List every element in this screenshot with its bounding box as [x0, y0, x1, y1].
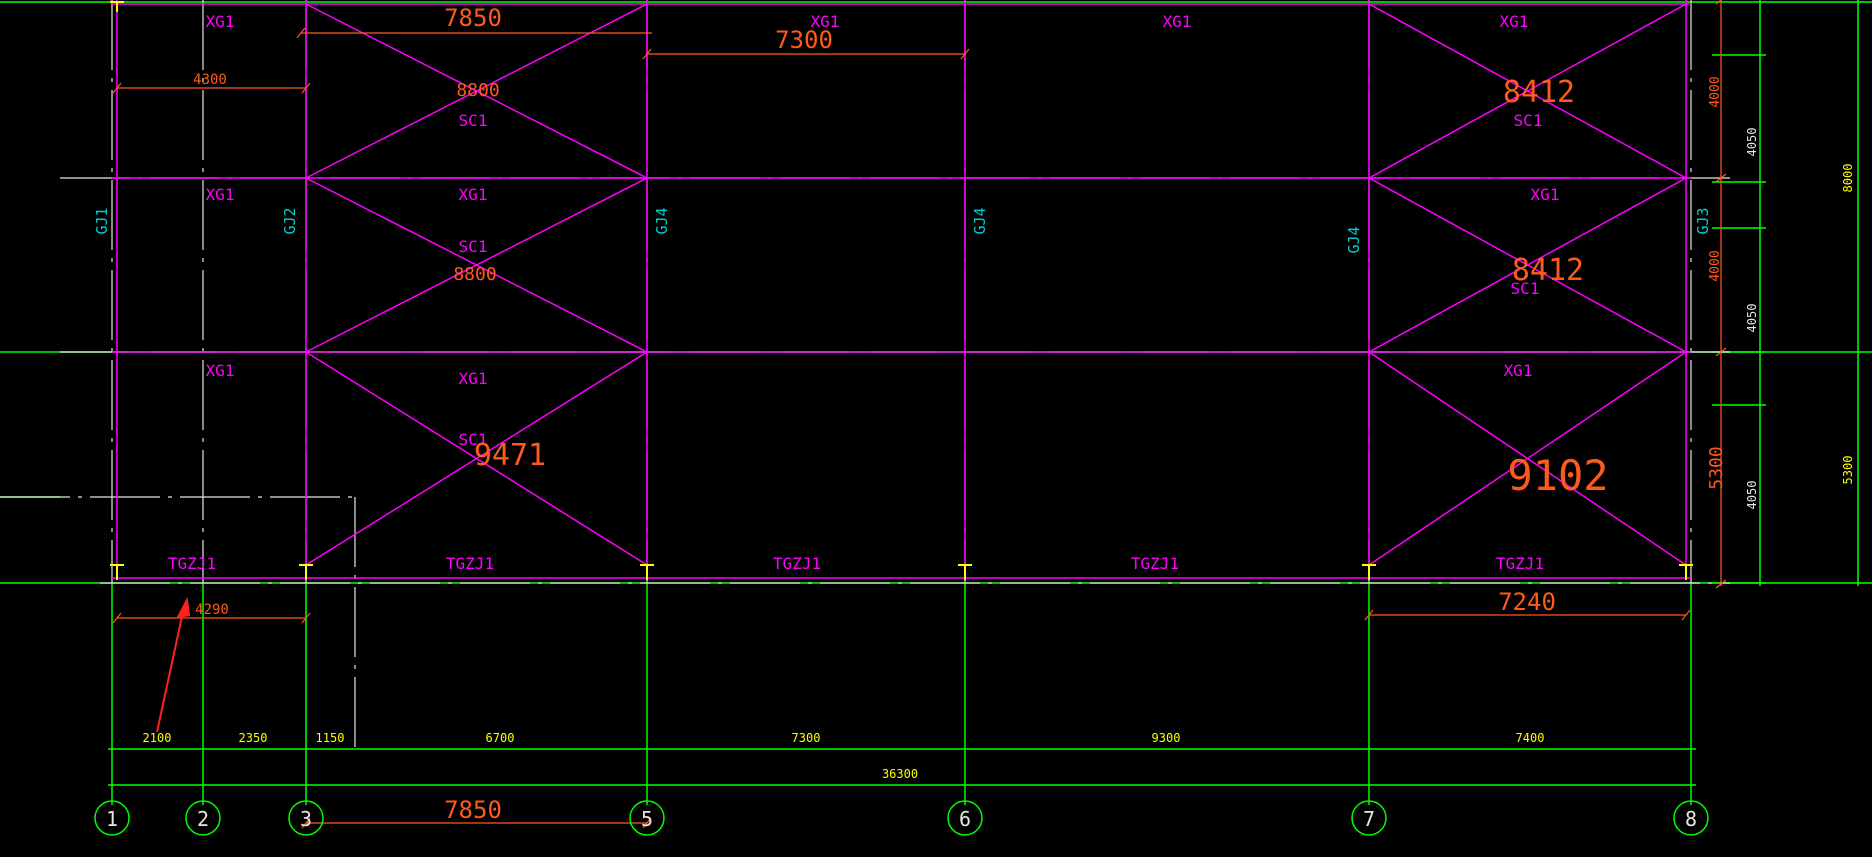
- right-dim-5300: 5300: [1706, 446, 1727, 489]
- column-symbol-7: [1362, 564, 1376, 580]
- length-8412-b: 8412: [1512, 253, 1584, 288]
- right-dim-4050-c: 4050: [1745, 481, 1759, 510]
- member-labels: XG1 XG1 XG1 XG1 SC1 SC1 XG1 XG1 XG1 SC1 …: [168, 12, 1560, 573]
- bottom-dim-2100: 2100: [143, 731, 172, 745]
- length-7850-top: 7850: [444, 4, 502, 32]
- column-symbol-5: [640, 564, 654, 580]
- label-gj4-a: GJ4: [653, 207, 671, 234]
- axis-bubble-2[interactable]: [185, 800, 221, 836]
- length-8800-b: 8800: [453, 264, 496, 285]
- centerlines: [0, 0, 1730, 752]
- length-7240: 7240: [1498, 588, 1556, 616]
- length-4300: 4300: [193, 72, 227, 88]
- label-xg1-r3-a: XG1: [206, 361, 235, 380]
- right-dimensions: 4000 4000 5300 4050 4050 4050 8000 5300: [1706, 76, 1855, 509]
- label-sc1-r2: SC1: [1511, 279, 1540, 298]
- right-dim-4050-b: 4050: [1745, 304, 1759, 333]
- label-tgzj1-c: TGZJ1: [773, 554, 821, 573]
- axis-labels: 1 2 3 5 6 7 8: [106, 807, 1697, 831]
- dimension-lines: [112, 0, 1727, 829]
- right-dim-4000-a: 4000: [1708, 76, 1723, 107]
- axis-bubble-1[interactable]: [94, 800, 130, 836]
- label-xg1-r2-b: XG1: [459, 185, 488, 204]
- brace-right-1b: [1368, 3, 1687, 179]
- right-dim-8000: 8000: [1841, 164, 1855, 193]
- length-4290: 4290: [195, 602, 229, 618]
- column-symbol-top-1: [110, 1, 124, 12]
- label-sc1-b2: SC1: [459, 237, 488, 256]
- axis-bubble-8[interactable]: [1673, 800, 1709, 836]
- label-tgzj1-b: TGZJ1: [446, 554, 494, 573]
- column-symbol-1: [110, 564, 124, 580]
- label-tgzj1-a: TGZJ1: [168, 554, 216, 573]
- label-tgzj1-e: TGZJ1: [1496, 554, 1544, 573]
- structural-members: [112, 0, 1691, 579]
- brace-right-2b: [1368, 177, 1687, 353]
- right-dim-4000-b: 4000: [1708, 250, 1723, 281]
- length-7300: 7300: [775, 26, 833, 54]
- bottom-dim-36300: 36300: [882, 767, 918, 781]
- length-values: 7850 7300 4300 8800 8800 9471 8412 8412 …: [193, 4, 1608, 824]
- length-8412-a: 8412: [1503, 75, 1575, 110]
- right-dim-5300-c: 5300: [1841, 456, 1855, 485]
- bottom-dim-1150: 1150: [316, 731, 345, 745]
- label-gj4-b: GJ4: [971, 207, 989, 234]
- axis-bubble-6[interactable]: [947, 800, 983, 836]
- label-xg1-r2-a: XG1: [206, 185, 235, 204]
- axis-label-3: 3: [300, 807, 312, 831]
- frame-labels: GJ1 GJ2 GJ4 GJ4 GJ4 GJ3: [93, 207, 1712, 253]
- label-xg1-r1-d: XG1: [1500, 12, 1529, 31]
- axis-label-8: 8: [1685, 807, 1697, 831]
- bottom-dimensions: 2100 2350 1150 6700 7300 9300 7400 36300: [143, 731, 1545, 781]
- axis-bubbles: [94, 800, 1709, 836]
- bottom-dim-7400: 7400: [1516, 731, 1545, 745]
- dim-ticks: [112, 0, 1727, 829]
- label-xg1-r1-b: XG1: [811, 12, 840, 31]
- label-xg1-r3-b: XG1: [459, 369, 488, 388]
- label-gj3: GJ3: [1694, 207, 1712, 234]
- leader-arrow: [156, 596, 191, 733]
- leader-arrow-shaft: [156, 606, 185, 733]
- length-9102: 9102: [1507, 451, 1608, 500]
- brace-left-2b: [305, 177, 648, 353]
- length-9471: 9471: [474, 438, 546, 473]
- label-tgzj1-d: TGZJ1: [1131, 554, 1179, 573]
- label-sc1-r1: SC1: [1514, 111, 1543, 130]
- length-8800-a: 8800: [456, 80, 499, 101]
- axis-label-7: 7: [1363, 807, 1375, 831]
- label-sc1-b3: SC1: [459, 430, 488, 449]
- bottom-dim-6700: 6700: [486, 731, 515, 745]
- bottom-dim-2350: 2350: [239, 731, 268, 745]
- brace-right-3b: [1368, 351, 1687, 566]
- label-gj2: GJ2: [281, 207, 299, 234]
- axis-label-5: 5: [641, 807, 653, 831]
- label-gj4-c: GJ4: [1345, 226, 1363, 253]
- length-7850-bottom: 7850: [444, 796, 502, 824]
- label-sc1-b1: SC1: [459, 111, 488, 130]
- axis-bubble-7[interactable]: [1351, 800, 1387, 836]
- axis-label-1: 1: [106, 807, 118, 831]
- label-xg1-r2-c: XG1: [1531, 185, 1560, 204]
- label-gj1: GJ1: [93, 207, 111, 234]
- column-symbol-6: [958, 564, 972, 580]
- brace-left-3b: [305, 351, 648, 566]
- axis-bubble-3[interactable]: [288, 800, 324, 836]
- leader-arrow-head: [176, 596, 191, 619]
- column-symbols: [110, 1, 1693, 580]
- bottom-dim-7300: 7300: [792, 731, 821, 745]
- axis-label-6: 6: [959, 807, 971, 831]
- label-xg1-r1-c: XG1: [1163, 12, 1192, 31]
- column-symbol-8: [1679, 564, 1693, 580]
- column-symbol-3: [299, 564, 313, 580]
- grid-lines: [0, 0, 1872, 805]
- axis-label-2: 2: [197, 807, 209, 831]
- label-xg1-r1-a: XG1: [206, 12, 235, 31]
- right-dim-4050-a: 4050: [1745, 128, 1759, 157]
- label-xg1-r3-c: XG1: [1504, 361, 1533, 380]
- bottom-dim-9300: 9300: [1152, 731, 1181, 745]
- axis-bubble-5[interactable]: [629, 800, 665, 836]
